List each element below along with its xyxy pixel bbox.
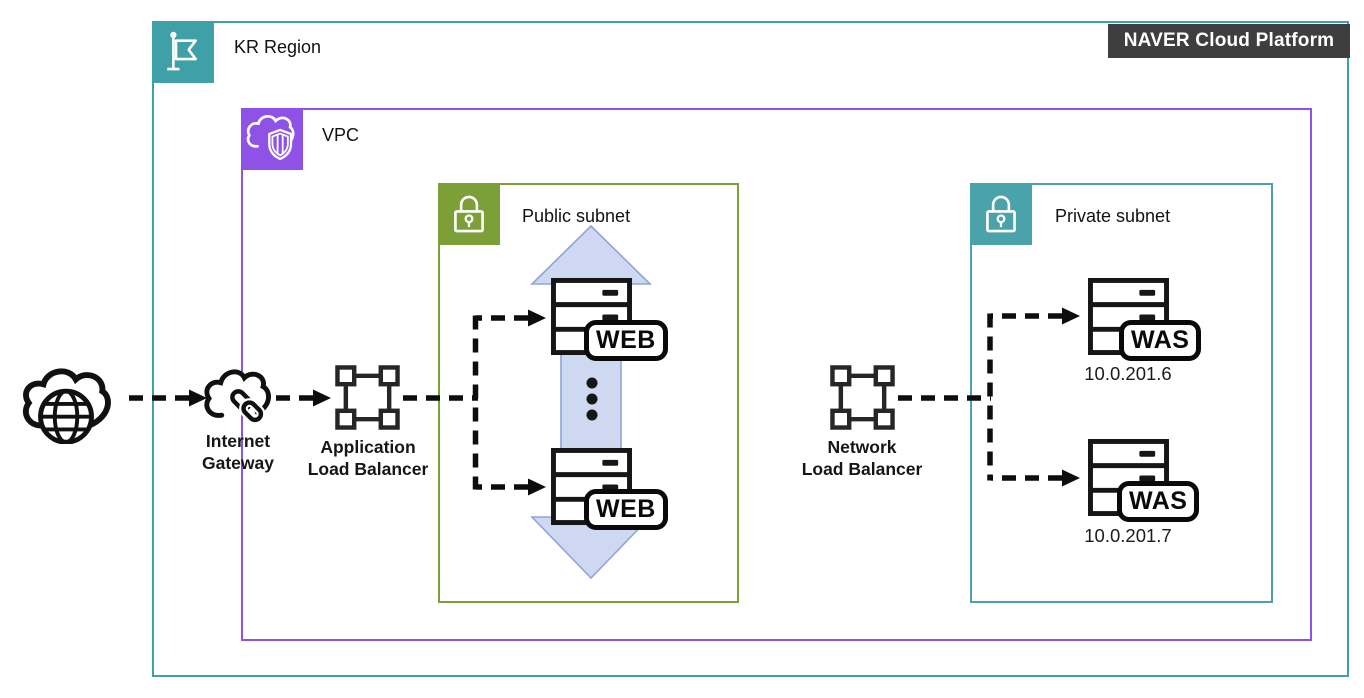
web2-badge: WEB [584, 489, 668, 530]
private-subnet-box [970, 183, 1273, 603]
kr-region-box [152, 21, 1349, 677]
application-lb-label-line1: Application [320, 437, 416, 457]
region-flag-tile [152, 21, 214, 83]
node-cluster-icon-alb [335, 365, 400, 430]
region-label: KR Region [234, 37, 322, 57]
cloud-link-icon [202, 364, 273, 429]
cloud-globe-icon [18, 356, 116, 444]
internet-gateway-label-line2: Gateway [202, 453, 274, 473]
cloud-shield-icon [246, 115, 295, 161]
network-lb-label: Network Load Balancer [772, 436, 952, 480]
lock-icon [454, 195, 484, 233]
was2-ip: 10.0.201.7 [1084, 525, 1172, 546]
was2-badge: WAS [1117, 481, 1200, 522]
network-lb-label-line2: Load Balancer [801, 459, 923, 479]
ellipsis-dots [586, 377, 598, 421]
internet-gateway-label: Internet Gateway [148, 430, 328, 474]
application-lb-label-line2: Load Balancer [307, 459, 429, 479]
private-subnet-label: Private subnet [1055, 206, 1171, 226]
network-lb-label-line1: Network [827, 437, 897, 457]
platform-badge: NAVER Cloud Platform [1108, 24, 1350, 58]
server-rack-icon-was2 [1087, 438, 1170, 517]
application-lb-label: Application Load Balancer [278, 436, 458, 480]
vpc-tile [241, 108, 303, 170]
vpc-label: VPC [322, 125, 360, 145]
public-subnet-box [438, 183, 739, 603]
arrowheads [189, 307, 1080, 496]
internet-gateway-label-line1: Internet [205, 431, 271, 451]
flag-icon [167, 31, 197, 71]
node-cluster-icon-nlb [830, 365, 895, 430]
web1-badge: WEB [584, 320, 668, 361]
public-subnet-label: Public subnet [522, 206, 631, 226]
private-subnet-tile [970, 183, 1032, 245]
was1-badge: WAS [1119, 320, 1202, 361]
lock-icon [986, 195, 1016, 233]
was1-ip: 10.0.201.6 [1084, 363, 1172, 384]
public-subnet-tile [438, 183, 500, 245]
